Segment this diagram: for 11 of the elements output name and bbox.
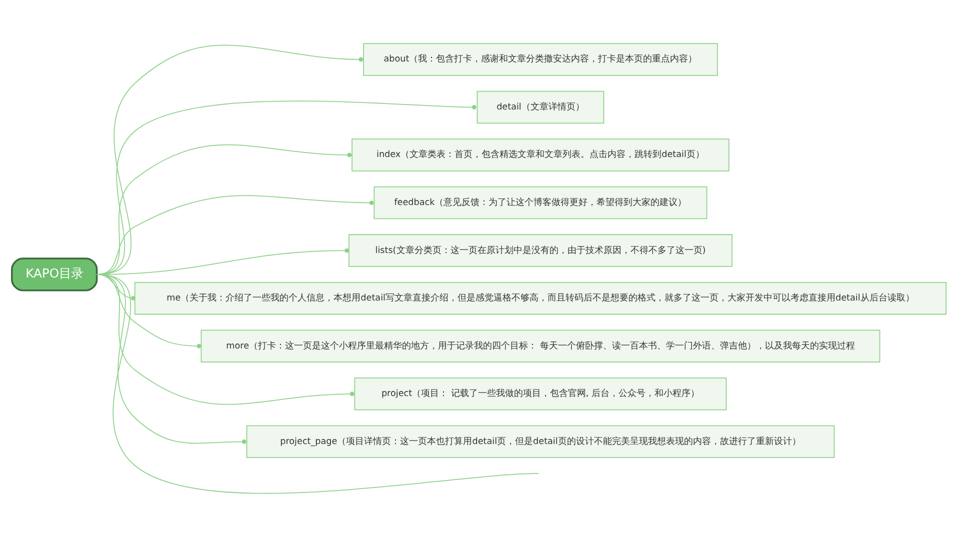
node-box: project（项目： 记载了一些我做的项目，包含官网, 后台，公众号，和小程序） xyxy=(354,378,727,410)
node-box: KAPO目录 xyxy=(11,258,98,292)
node-box: project_page（项目详情页：这一页本也打算用detail页，但是detail页的设计不能完美呈现我想表现的内容，故进行了重新设计） xyxy=(246,425,835,458)
node-box: feedback（意见反馈：为了让这个博客做得更好，希望得到大家的建议） xyxy=(374,186,708,220)
node-box: about（我：包含打卡，感谢和文章分类撒安达内容，打卡是本页的重点内容） xyxy=(363,43,718,76)
node-box: more（打卡：这一页是这个小程序里最精华的地方，用于记录我的四个目标： 每天一个俯卧撑、读一百本书、学一门外语、弹吉他），以及我每天的实现过程 xyxy=(200,330,880,362)
node-box: index（文章类表：首页，包含精选文章和文章列表。点击内容，跳转到detail页） xyxy=(352,138,730,172)
node-box: detail（文章详情页） xyxy=(476,90,604,124)
connector xyxy=(96,274,540,494)
node-box: lists(文章分类页：这一页在原计划中是没有的，由于技术原因，不得不多了这一页) xyxy=(348,234,732,267)
node-box: me（关于我：介绍了一些我的个人信息，本想用detail写文章直接介绍，但是感觉逼格不够高，而且转码后不是想要的格式，就多了这一页，大家开发中可以考虑直接用detail从后台读取） xyxy=(134,282,947,315)
